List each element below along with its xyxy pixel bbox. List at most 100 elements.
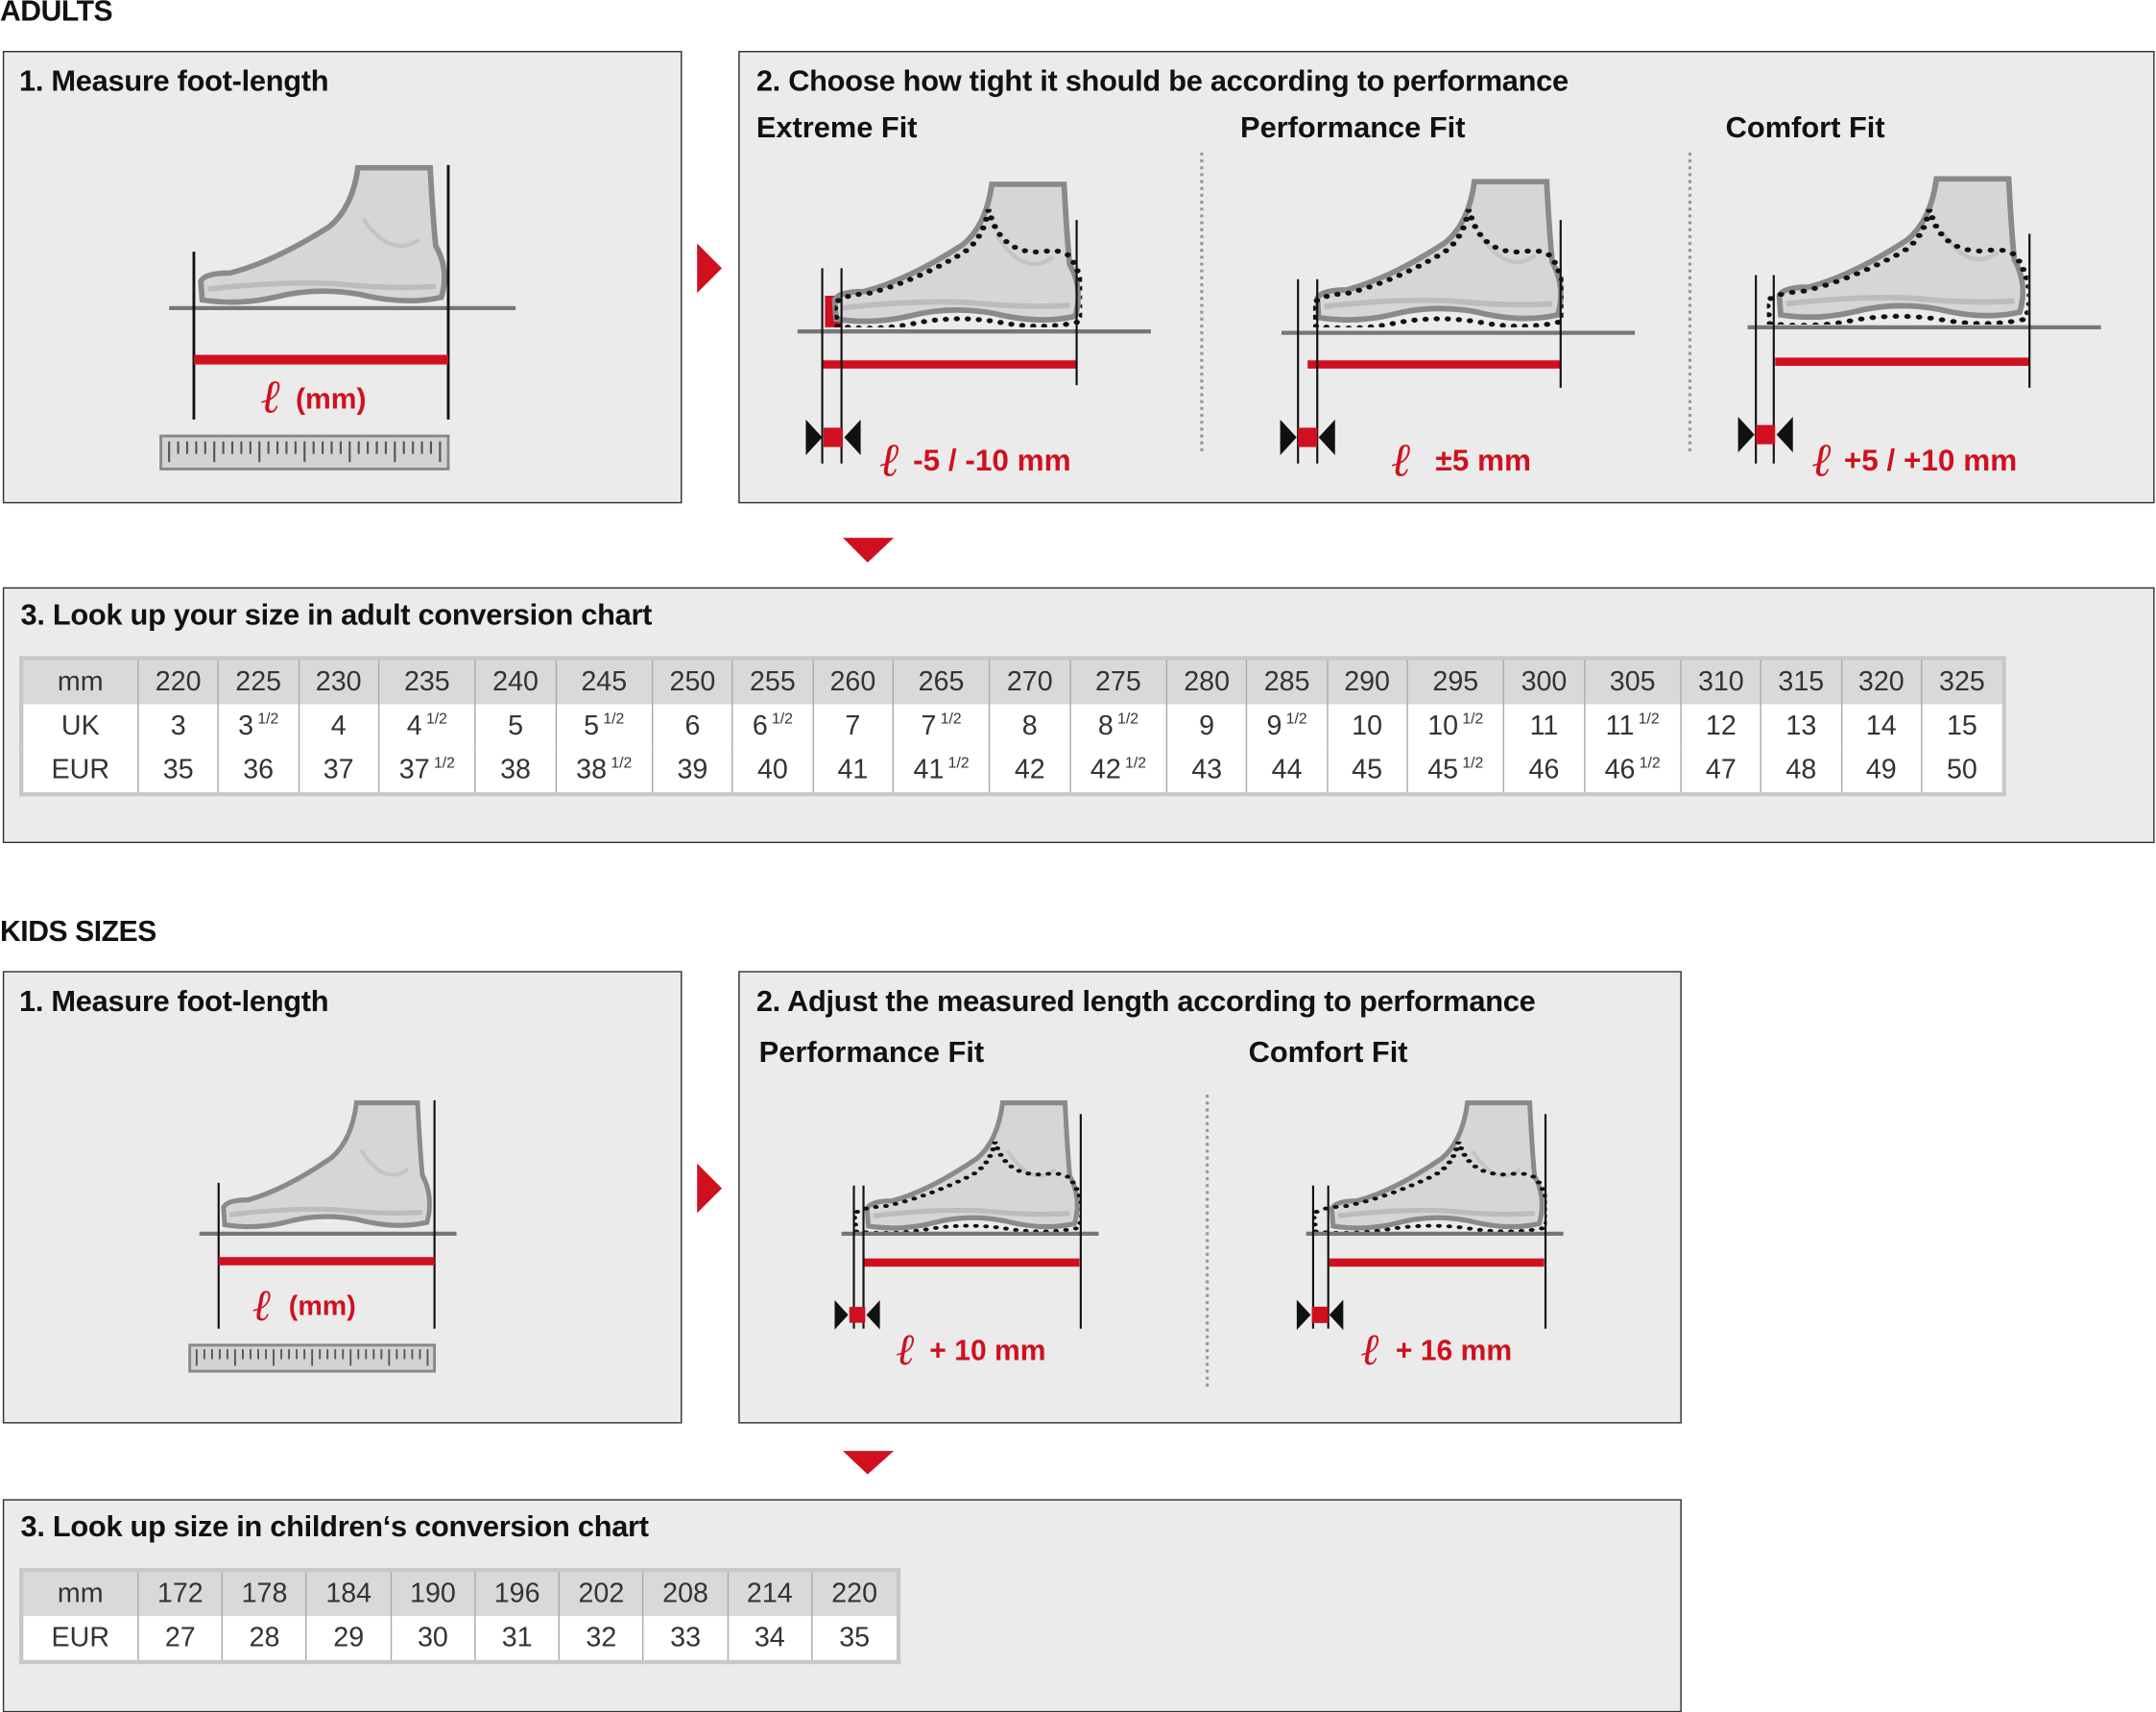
- table-cell: 42: [989, 748, 1070, 795]
- table-cell: 33: [642, 1616, 728, 1663]
- length-symbol: ℓ: [253, 1279, 273, 1331]
- table-cell: 240: [474, 658, 556, 705]
- length-symbol: ℓ: [261, 370, 281, 424]
- table-cell: 245: [555, 658, 653, 705]
- comfort-fit-figure: ℓ +5 / +10 mm: [1737, 179, 2101, 488]
- table-cell: 41: [811, 748, 894, 795]
- table-cell: 32: [558, 1616, 644, 1663]
- table-cell: 220: [810, 1570, 899, 1617]
- adult-measure-figure: ℓ (mm): [159, 164, 516, 470]
- length-symbol: ℓ: [1392, 433, 1412, 488]
- table-cell: 290: [1326, 658, 1407, 705]
- arrow-right-icon: [697, 243, 723, 294]
- table-cell: 250: [651, 658, 733, 705]
- kids-measure-figure: ℓ (mm): [188, 1099, 457, 1373]
- arrow-right-icon: [697, 1163, 723, 1214]
- table-cell: 172: [137, 1570, 223, 1617]
- row-label: mm: [21, 658, 138, 705]
- table-cell: 10: [1326, 704, 1407, 749]
- extreme-fit-figure: ℓ -5 / -10 mm: [797, 184, 1151, 488]
- table-cell: 300: [1503, 658, 1585, 705]
- table-cell: 320: [1840, 658, 1922, 705]
- kids-performance-adjust: + 10 mm: [929, 1336, 1045, 1367]
- table-cell: 14: [1840, 704, 1922, 749]
- table-cell: 50: [1920, 748, 2004, 795]
- table-cell: 295: [1406, 658, 1504, 705]
- extreme-fit-adjust: -5 / -10 mm: [913, 443, 1071, 477]
- table-cell: 275: [1068, 658, 1167, 705]
- arrow-down-icon: [843, 1451, 895, 1475]
- kids-step2-title: 2. Adjust the measured length according …: [755, 984, 1536, 1018]
- table-cell: 12: [1680, 704, 1761, 749]
- table-cell: 13: [1760, 704, 1842, 749]
- table-cell: 39: [651, 748, 733, 795]
- table-cell: 214: [727, 1570, 812, 1617]
- table-cell: 260: [811, 658, 894, 705]
- kids-fit-label-comfort: Comfort Fit: [1248, 1035, 1408, 1069]
- table-cell: 255: [731, 658, 813, 705]
- table-cell: 196: [474, 1570, 560, 1617]
- table-cell: 280: [1165, 658, 1247, 705]
- table-cell: 230: [298, 658, 379, 705]
- foot-icon: [835, 184, 1079, 322]
- table-cell: 5: [474, 704, 556, 749]
- comfort-fit-adjust: +5 / +10 mm: [1844, 443, 2017, 477]
- table-cell: 40: [731, 748, 813, 795]
- performance-fit-figure: ℓ ±5 mm: [1280, 181, 1636, 488]
- length-symbol: ℓ: [1812, 433, 1833, 488]
- length-symbol: ℓ: [880, 433, 900, 488]
- length-symbol: ℓ: [897, 1323, 916, 1375]
- table-cell: 220: [137, 658, 219, 705]
- table-cell: 225: [217, 658, 299, 705]
- row-label: EUR: [51, 1622, 110, 1653]
- tolerance-marker-icon: [1737, 417, 1793, 453]
- tolerance-marker-icon: [1280, 419, 1335, 456]
- table-cell: 49: [1840, 748, 1922, 795]
- kids-performance-fit-figure: ℓ + 10 mm: [834, 1103, 1099, 1375]
- table-cell: 38: [474, 748, 556, 795]
- length-symbol: ℓ: [1361, 1323, 1380, 1375]
- kids-comfort-fit-figure: ℓ + 16 mm: [1296, 1103, 1564, 1375]
- table-cell: 45: [1326, 748, 1407, 795]
- table-cell: 4: [298, 704, 379, 749]
- table-cell: 265: [892, 658, 991, 705]
- table-cell: 325: [1920, 658, 2004, 705]
- foot-icon: [224, 1103, 430, 1227]
- table-cell: 35: [137, 748, 219, 795]
- table-cell: 28: [221, 1616, 307, 1663]
- table-cell: 285: [1246, 658, 1328, 705]
- performance-fit-adjust: ±5 mm: [1435, 443, 1531, 477]
- row-label: EUR: [51, 754, 110, 785]
- table-cell: 27: [137, 1616, 223, 1663]
- table-cell: 37: [298, 748, 379, 795]
- table-cell: 310: [1680, 658, 1761, 705]
- fit-label-extreme: Extreme Fit: [755, 111, 918, 145]
- adult-step2-title: 2. Choose how tight it should be accordi…: [755, 64, 1569, 98]
- foot-icon: [867, 1103, 1077, 1228]
- adult-step1-title: 1. Measure foot-length: [19, 64, 329, 98]
- table-cell: 48: [1760, 748, 1842, 795]
- kids-fit-label-performance: Performance Fit: [758, 1035, 985, 1069]
- table-cell: 46: [1503, 748, 1585, 795]
- fit-label-performance: Performance Fit: [1240, 111, 1466, 145]
- length-bar: [193, 354, 448, 365]
- table-cell: 315: [1760, 658, 1842, 705]
- table-cell: 31: [474, 1616, 560, 1663]
- length-unit-label: (mm): [296, 383, 367, 415]
- table-cell: 305: [1583, 658, 1682, 705]
- foot-icon: [1317, 181, 1561, 320]
- table-cell: 6: [651, 704, 733, 749]
